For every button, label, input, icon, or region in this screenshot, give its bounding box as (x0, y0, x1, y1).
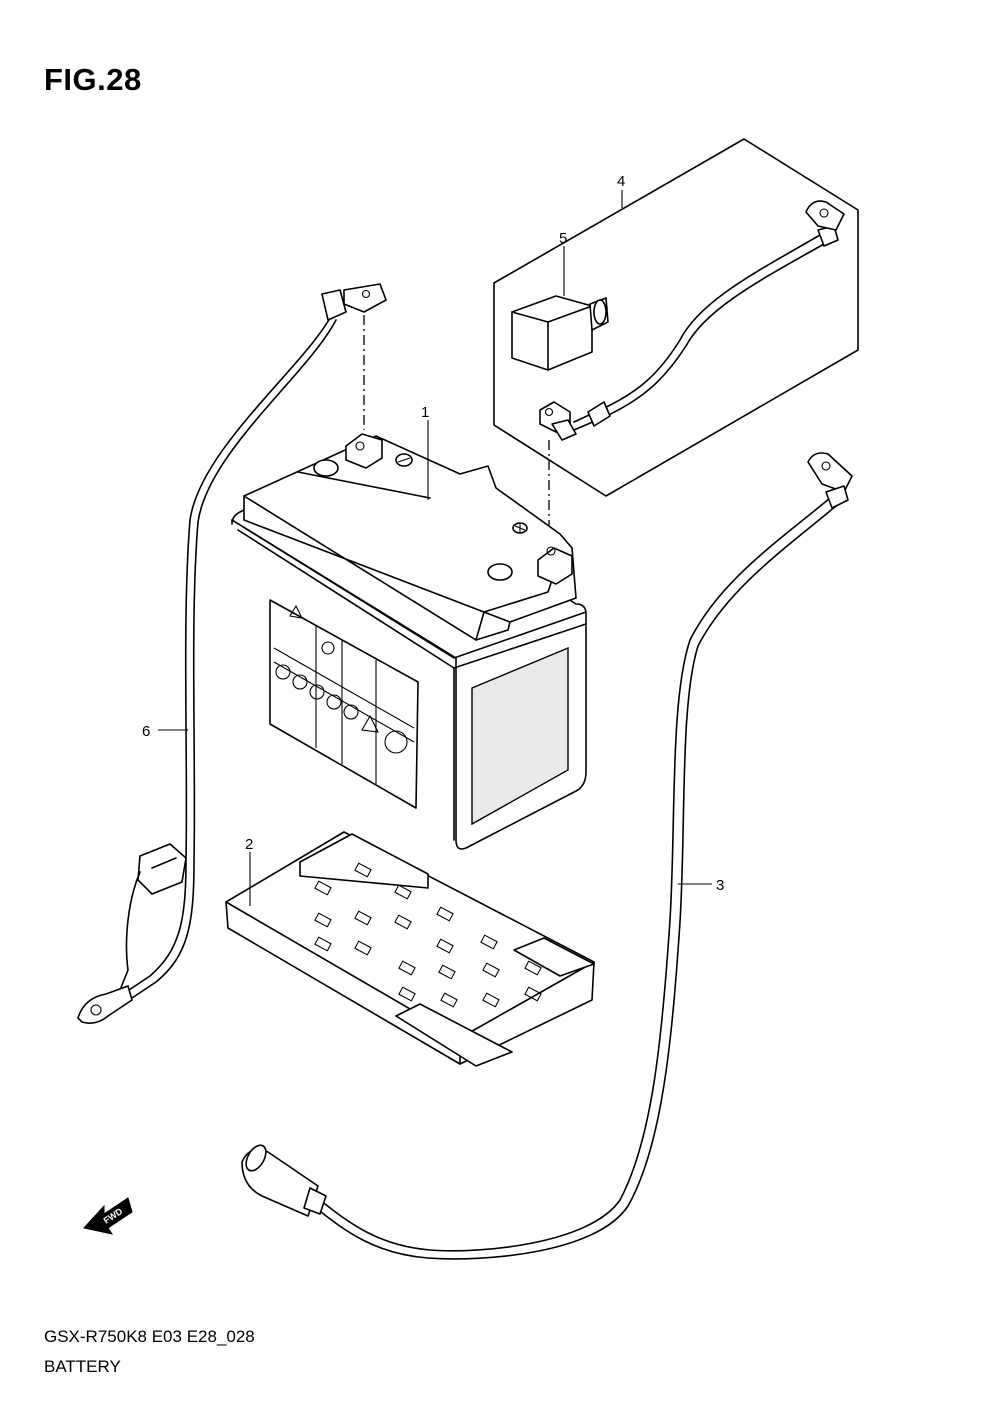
battery-part[interactable] (231, 433, 587, 850)
minus-lead-part[interactable] (241, 452, 853, 1260)
callout-number-4: 4 (617, 173, 625, 190)
ground-lead-part[interactable] (77, 283, 387, 1024)
assembly-box-4 (493, 138, 859, 497)
fwd-arrow-icon: FWD (83, 1197, 133, 1235)
callout-number-1: 1 (421, 404, 429, 421)
plus-lead-cable-part[interactable] (539, 200, 845, 441)
callout-number-3: 3 (716, 877, 724, 894)
callout-number-5: 5 (559, 230, 567, 247)
callout-number-2: 2 (245, 836, 253, 853)
callout-number-6: 6 (142, 723, 150, 740)
tray-slots (314, 862, 542, 1008)
battery-tray-part[interactable] (225, 831, 595, 1067)
figure-title: FIG.28 (44, 62, 142, 97)
section-name: BATTERY (44, 1357, 121, 1376)
model-code: GSX-R750K8 E03 E28_028 (44, 1327, 255, 1346)
terminal-cap-part[interactable] (511, 295, 609, 371)
